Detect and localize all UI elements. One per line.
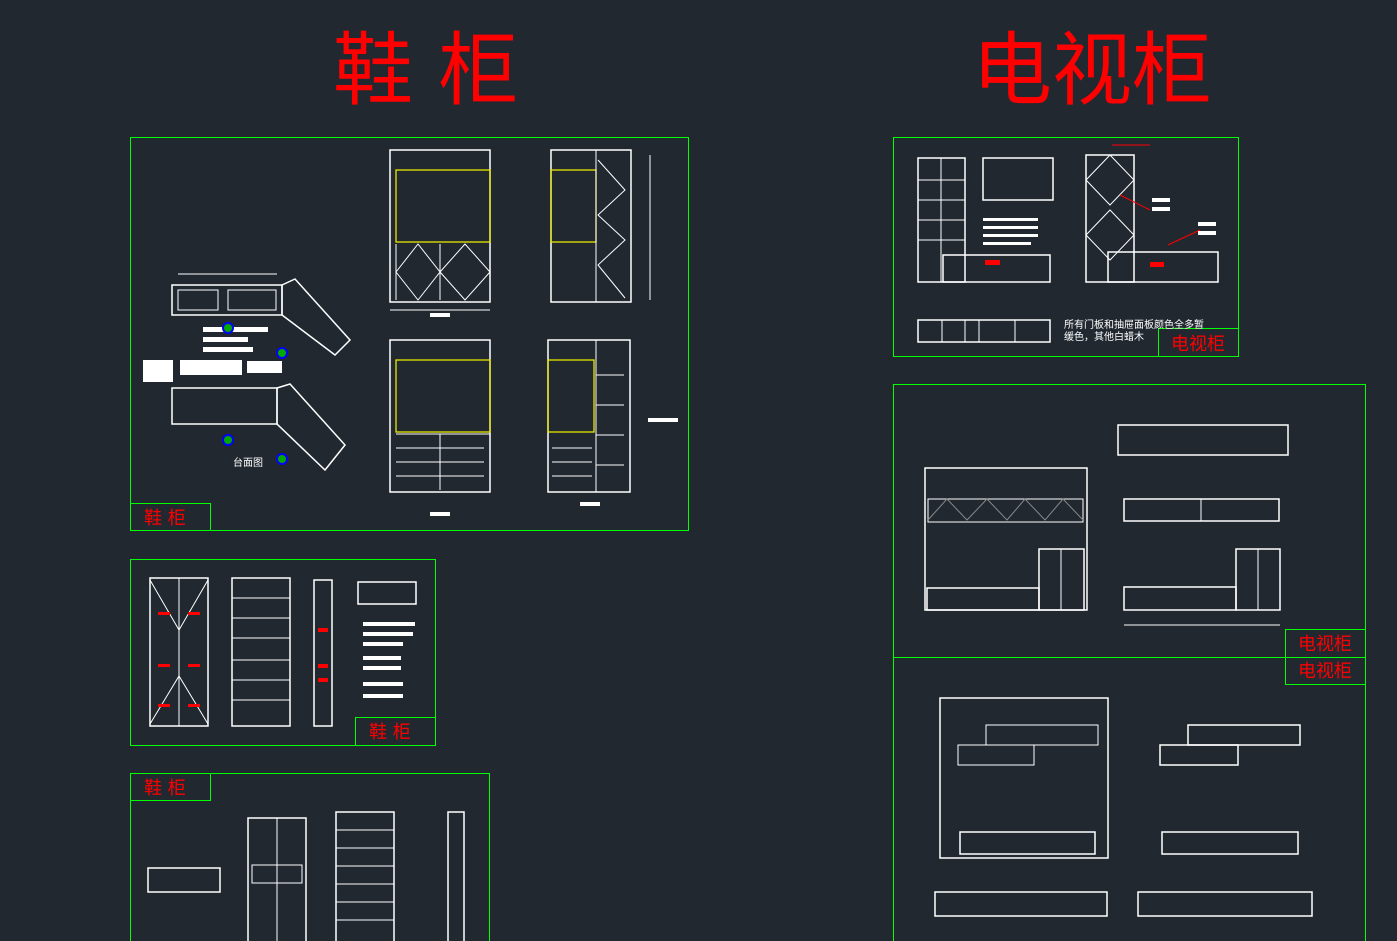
tv-note-line-2: 缓色，其他白蜡木: [1064, 330, 1144, 343]
shoe-cabinet-sheet-3[interactable]: 鞋 柜: [130, 773, 490, 941]
countertop-plan: 台面图: [143, 273, 352, 472]
title-tv-cabinet: 电视柜: [972, 24, 1212, 117]
tv-cabinet-sheet-3[interactable]: 电视柜: [893, 657, 1366, 941]
sheet-label: 鞋 柜: [144, 778, 186, 799]
sheet-label: 电视柜: [1171, 334, 1225, 355]
tv-cabinet-sheet-1[interactable]: 电视柜 所有门板和抽屉面板颜色全多暂 缓色，其他白蜡木: [893, 137, 1239, 357]
title-shoe-cabinet: 鞋 柜: [333, 24, 518, 117]
shoe-cabinet-sheet-2[interactable]: 鞋 柜: [130, 559, 436, 746]
shoe-elevation-drawers: [389, 339, 678, 516]
tv-note-line-1: 所有门板和抽屉面板颜色全多暂: [1064, 318, 1204, 331]
shoe-cabinet-sheet-1[interactable]: 鞋 柜 台面图: [130, 137, 689, 531]
sheet-label: 鞋 柜: [369, 722, 411, 743]
shoe-elevation-glass-top: [389, 149, 651, 317]
tv-cabinet-sheet-2[interactable]: 电视柜: [893, 384, 1366, 658]
sheet-label: 鞋 柜: [144, 508, 186, 529]
sheet-label: 电视柜: [1298, 634, 1352, 655]
plan-label: 台面图: [233, 456, 263, 469]
sheet-label: 电视柜: [1298, 661, 1352, 682]
